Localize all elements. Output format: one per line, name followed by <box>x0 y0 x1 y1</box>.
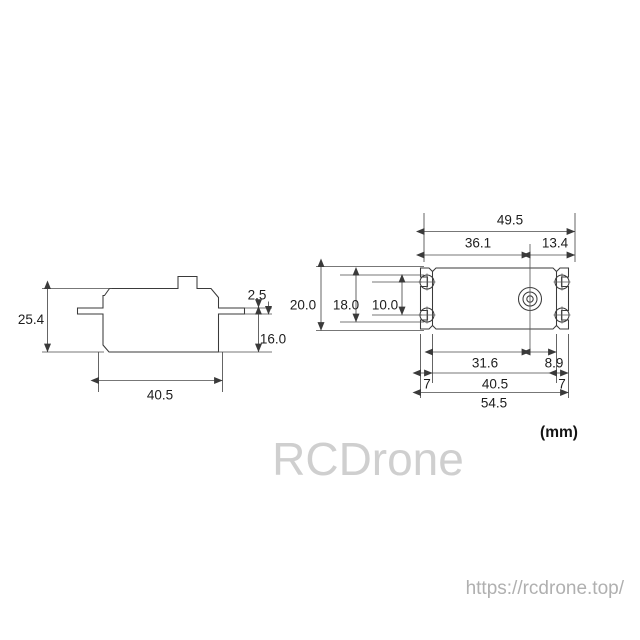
side-view-body-outline <box>76 275 246 353</box>
units-label: (mm) <box>540 424 578 441</box>
top-dim-right-flange-width: 7 <box>558 377 566 392</box>
mounting-hole-center-marks <box>418 273 571 324</box>
top-dim-shaft-to-body-right: 8.9 <box>545 356 564 371</box>
top-dim-width-to-shaft: 49.5 <box>497 213 523 228</box>
top-view-body-outline <box>431 267 558 330</box>
top-view-left-flange <box>419 267 434 330</box>
top-dim-body-width: 40.5 <box>482 377 508 392</box>
side-dim-tab-thickness: 2.5 <box>248 288 267 303</box>
top-dim-hole-pitch: 10.0 <box>372 298 398 313</box>
site-url: https://rcdrone.top/ <box>466 578 625 599</box>
top-dim-body-left-to-shaft: 31.6 <box>472 356 498 371</box>
side-dim-body-width: 40.5 <box>147 388 173 403</box>
top-view: 49.5 36.1 13.4 20.0 18.0 10.0 <box>290 213 576 411</box>
top-dim-flange-to-shaft: 36.1 <box>465 236 491 251</box>
top-dim-hole-span: 18.0 <box>333 298 359 313</box>
top-dim-overall-length: 54.5 <box>481 396 507 411</box>
top-view-right-flange <box>555 267 570 330</box>
watermark-rcdrone: RCDrone <box>272 433 464 485</box>
top-dim-shaft-to-right-edge: 13.4 <box>542 236 569 251</box>
side-view: 25.4 40.5 2.5 16.0 <box>18 275 286 403</box>
side-dim-height-overall: 25.4 <box>18 312 45 327</box>
top-dim-depth-overall: 20.0 <box>290 298 316 313</box>
side-dim-lower-height: 16.0 <box>260 332 286 347</box>
top-dim-left-flange-width: 7 <box>423 377 431 392</box>
